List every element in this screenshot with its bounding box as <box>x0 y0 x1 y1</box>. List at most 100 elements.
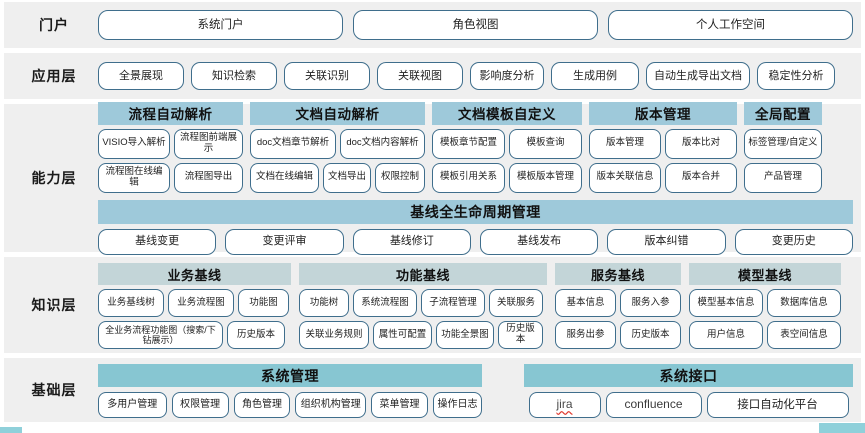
knowledge-group-title: 业务基线 <box>98 263 291 285</box>
knowledge-item[interactable]: 历史版本 <box>227 321 285 349</box>
jira-label: jira <box>556 397 573 412</box>
capability-item[interactable]: 版本管理 <box>589 128 661 159</box>
layer-body-portal: 系统门户 角色视图 个人工作空间 <box>98 10 853 40</box>
baseline-lifecycle-item[interactable]: 版本纠错 <box>607 228 726 255</box>
capability-group-row: 流程自动解析 VISIO导入解析 流程图前端展示 流程图在线编辑 流程图导出 文… <box>98 101 853 193</box>
foundation-group-row: 系统管理 多用户管理 权限管理 角色管理 组织机构管理 菜单管理 操作日志 系统… <box>97 362 853 418</box>
capability-item[interactable]: 文档在线编辑 <box>250 162 319 193</box>
layer-label-foundation: 基础层 <box>31 381 77 398</box>
capability-item[interactable]: 标签管理/自定义 <box>744 128 822 159</box>
capability-item[interactable]: doc文档内容解析 <box>340 128 425 159</box>
capability-group: 文档自动解析 doc文档章节解析 doc文档内容解析 文档在线编辑 文档导出 权… <box>250 101 425 193</box>
foundation-group-title: 系统管理 <box>98 364 482 387</box>
foundation-item[interactable]: 接口自动化平台 <box>706 392 849 418</box>
capability-item[interactable]: 产品管理 <box>744 162 822 193</box>
application-item[interactable]: 影响度分析 <box>470 62 544 90</box>
layer-band-knowledge: 知识层 业务基线 业务基线树 业务流程图 功能图 全业务流程功能图（搜索/下钻展… <box>4 257 861 353</box>
application-item[interactable]: 生成用例 <box>551 62 639 90</box>
knowledge-item[interactable]: 关联服务 <box>489 289 543 317</box>
foundation-item[interactable]: 多用户管理 <box>97 392 167 418</box>
knowledge-item[interactable]: 关联业务规则 <box>299 321 369 349</box>
portal-item[interactable]: 个人工作空间 <box>608 10 853 40</box>
capability-group-title: 版本管理 <box>589 101 737 125</box>
knowledge-item[interactable]: 表空间信息 <box>767 321 841 349</box>
capability-item[interactable]: 版本关联信息 <box>589 162 661 193</box>
knowledge-group-title: 功能基线 <box>299 263 547 285</box>
capability-item[interactable]: doc文档章节解析 <box>250 128 336 159</box>
foundation-item-jira[interactable]: jira <box>528 392 601 418</box>
capability-item[interactable]: 模板章节配置 <box>432 128 505 159</box>
portal-item-row: 系统门户 角色视图 个人工作空间 <box>98 10 853 40</box>
baseline-lifecycle-section: 基线全生命周期管理 基线变更 变更评审 基线修订 基线发布 版本纠错 变更历史 <box>98 199 853 255</box>
application-item[interactable]: 稳定性分析 <box>757 62 835 90</box>
application-item[interactable]: 知识检索 <box>191 62 277 90</box>
capability-item[interactable]: 模板版本管理 <box>509 162 582 193</box>
baseline-lifecycle-item[interactable]: 基线发布 <box>479 228 599 255</box>
knowledge-item[interactable]: 功能图 <box>238 289 289 317</box>
baseline-lifecycle-item[interactable]: 变更历史 <box>734 228 853 255</box>
baseline-lifecycle-item[interactable]: 变更评审 <box>225 228 344 255</box>
knowledge-item[interactable]: 功能树 <box>299 289 349 317</box>
capability-group-title: 文档模板自定义 <box>432 101 582 125</box>
portal-item[interactable]: 角色视图 <box>353 10 598 40</box>
knowledge-item[interactable]: 属性可配置 <box>373 321 432 349</box>
capability-item[interactable]: 模板引用关系 <box>432 162 505 193</box>
foundation-item[interactable]: 权限管理 <box>171 392 229 418</box>
foundation-group-system-interface: 系统接口 jira confluence 接口自动化平台 <box>524 364 853 418</box>
capability-item[interactable]: 权限控制 <box>375 162 425 193</box>
capability-item[interactable]: 文档导出 <box>323 162 371 193</box>
baseline-lifecycle-item[interactable]: 基线修订 <box>352 228 471 255</box>
capability-item[interactable]: VISIO导入解析 <box>98 128 170 159</box>
capability-item[interactable]: 版本比对 <box>665 128 737 159</box>
application-item[interactable]: 关联视图 <box>377 62 463 90</box>
layer-band-application: 应用层 全景展现 知识检索 关联识别 关联视图 影响度分析 生成用例 自动生成导… <box>4 53 861 99</box>
knowledge-group-title: 模型基线 <box>689 263 841 285</box>
foundation-item[interactable]: 菜单管理 <box>371 392 428 418</box>
knowledge-item[interactable]: 服务出参 <box>555 321 616 349</box>
baseline-lifecycle-item[interactable]: 基线变更 <box>98 228 217 255</box>
knowledge-item[interactable]: 历史版本 <box>620 321 681 349</box>
application-item[interactable]: 全景展现 <box>98 62 184 90</box>
layer-body-application: 全景展现 知识检索 关联识别 关联视图 影响度分析 生成用例 自动生成导出文档 … <box>98 62 853 90</box>
knowledge-item[interactable]: 子流程管理 <box>421 289 485 317</box>
knowledge-item[interactable]: 用户信息 <box>689 321 763 349</box>
knowledge-item[interactable]: 业务流程图 <box>168 289 234 317</box>
application-item[interactable]: 自动生成导出文档 <box>646 62 750 90</box>
knowledge-item[interactable]: 基本信息 <box>555 289 616 317</box>
application-item[interactable]: 关联识别 <box>284 62 370 90</box>
layer-body-knowledge: 业务基线 业务基线树 业务流程图 功能图 全业务流程功能图（搜索/下钻展示） 历… <box>98 261 853 349</box>
knowledge-item[interactable]: 历史版本 <box>498 321 543 349</box>
knowledge-item[interactable]: 模型基本信息 <box>689 289 763 317</box>
capability-item[interactable]: 流程图前端展示 <box>174 128 243 159</box>
decorative-corner-left <box>0 427 22 433</box>
capability-item[interactable]: 流程图导出 <box>174 162 243 193</box>
portal-item[interactable]: 系统门户 <box>98 10 343 40</box>
capability-item[interactable]: 模板查询 <box>509 128 582 159</box>
layer-band-foundation: 基础层 系统管理 多用户管理 权限管理 角色管理 组织机构管理 菜单管理 操作日… <box>4 358 861 422</box>
capability-group: 全局配置 标签管理/自定义 产品管理 <box>744 101 822 193</box>
capability-group: 流程自动解析 VISIO导入解析 流程图前端展示 流程图在线编辑 流程图导出 <box>98 101 243 193</box>
baseline-lifecycle-title: 基线全生命周期管理 <box>98 199 853 224</box>
capability-group-title: 全局配置 <box>744 101 822 125</box>
knowledge-group-title: 服务基线 <box>555 263 681 285</box>
confluence-label: confluence <box>624 397 683 412</box>
layer-body-capability: 流程自动解析 VISIO导入解析 流程图前端展示 流程图在线编辑 流程图导出 文… <box>98 101 853 255</box>
decorative-corner-right <box>819 423 865 433</box>
knowledge-item[interactable]: 业务基线树 <box>98 289 164 317</box>
capability-group: 文档模板自定义 模板章节配置 模板查询 模板引用关系 模板版本管理 <box>432 101 582 193</box>
foundation-item[interactable]: 组织机构管理 <box>295 392 367 418</box>
capability-group: 版本管理 版本管理 版本比对 版本关联信息 版本合并 <box>589 101 737 193</box>
foundation-item[interactable]: 角色管理 <box>233 392 291 418</box>
layer-label-knowledge: 知识层 <box>31 296 77 313</box>
knowledge-item[interactable]: 全业务流程功能图（搜索/下钻展示） <box>98 321 223 349</box>
knowledge-item[interactable]: 数据库信息 <box>767 289 841 317</box>
capability-item[interactable]: 流程图在线编辑 <box>98 162 170 193</box>
knowledge-item[interactable]: 系统流程图 <box>353 289 417 317</box>
foundation-item[interactable]: 操作日志 <box>432 392 483 418</box>
foundation-item-confluence[interactable]: confluence <box>605 392 702 418</box>
application-item-row: 全景展现 知识检索 关联识别 关联视图 影响度分析 生成用例 自动生成导出文档 … <box>98 62 853 90</box>
capability-item[interactable]: 版本合并 <box>665 162 737 193</box>
knowledge-item[interactable]: 服务入参 <box>620 289 681 317</box>
knowledge-item[interactable]: 功能全景图 <box>436 321 494 349</box>
